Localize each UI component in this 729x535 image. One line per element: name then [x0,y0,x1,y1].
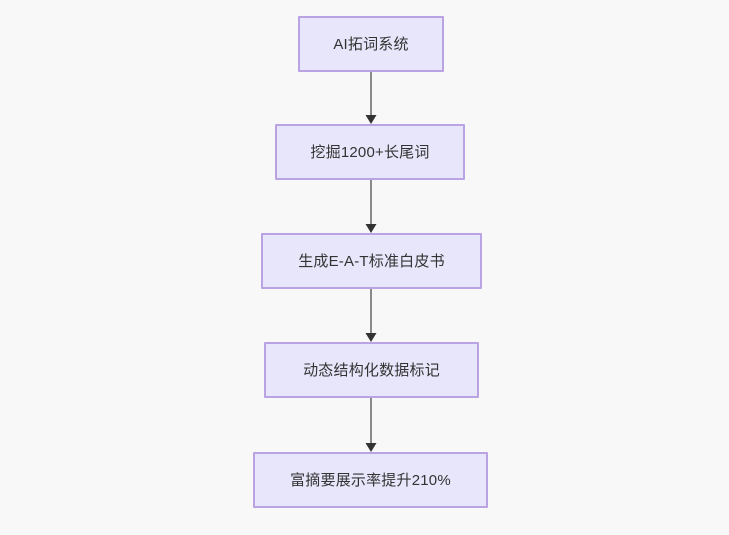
flowchart-node-ai-keyword-system[interactable]: AI拓词系统 [298,16,444,72]
flowchart-node-generate-eat-whitepaper[interactable]: 生成E-A-T标准白皮书 [261,233,482,289]
flowchart-node-rich-snippet-impression-lift[interactable]: 富摘要展示率提升210% [253,452,488,508]
edge-n1-n2 [365,72,377,124]
flowchart-node-dynamic-structured-data-markup[interactable]: 动态结构化数据标记 [264,342,479,398]
arrowhead-icon [365,443,377,452]
arrowhead-icon [365,115,377,124]
edge-n3-n4 [365,289,377,342]
node-label: 动态结构化数据标记 [303,361,440,379]
node-label: 挖掘1200+长尾词 [310,143,430,161]
arrowhead-icon [365,224,377,233]
edge-n4-n5 [365,398,377,452]
arrowhead-icon [365,333,377,342]
node-label: 生成E-A-T标准白皮书 [298,252,445,270]
edge-n2-n3 [365,180,377,233]
flowchart-node-mine-longtail-keywords[interactable]: 挖掘1200+长尾词 [275,124,465,180]
node-label: 富摘要展示率提升210% [290,471,451,489]
node-label: AI拓词系统 [333,35,409,53]
